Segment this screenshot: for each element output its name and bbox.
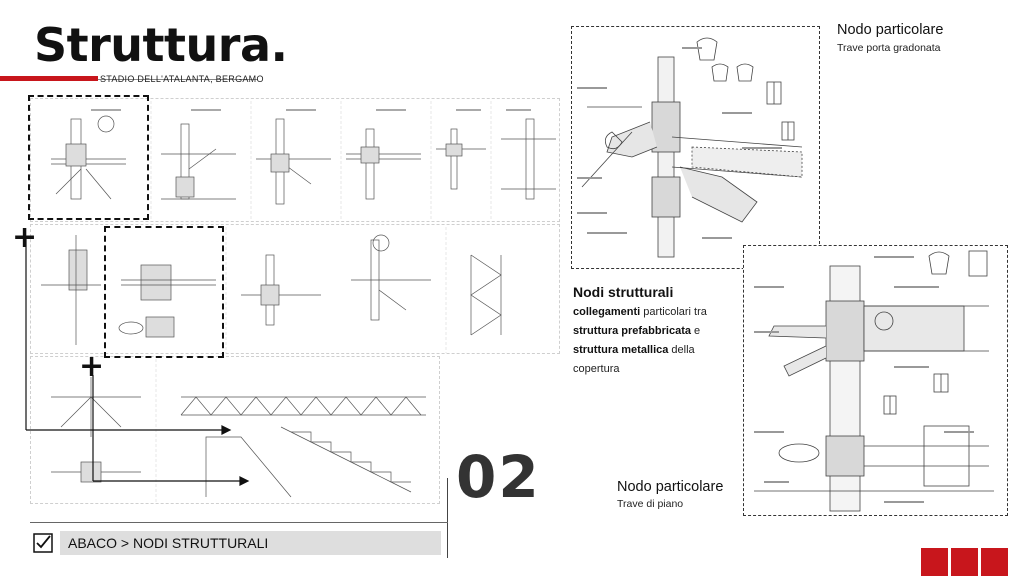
detail-drawing-bottom xyxy=(743,245,1008,516)
red-square-decoration xyxy=(981,548,1008,576)
section-number: 02 xyxy=(456,443,541,511)
red-square-decoration xyxy=(951,548,978,576)
section-divider-horizontal xyxy=(30,522,448,523)
drawing-sheet-middle xyxy=(30,224,560,354)
detail-drawing-top xyxy=(571,26,820,269)
drawing-sheet-top xyxy=(30,98,560,222)
detail-bottom-subtitle: Trave di piano xyxy=(617,498,684,510)
detail-bottom-title: Nodo particolare xyxy=(617,479,724,495)
plus-icon: + xyxy=(79,349,105,384)
description-text-2: e xyxy=(690,325,701,337)
detail-top-subtitle: Trave porta gradonata xyxy=(837,42,941,54)
plus-icon: + xyxy=(12,220,38,255)
page-subtitle: STADIO DELL'ATALANTA, BERGAMO xyxy=(100,74,264,84)
red-square-decoration xyxy=(921,548,948,576)
description-heading: Nodi strutturali xyxy=(573,284,674,300)
description-bold-1: collegamenti xyxy=(573,306,641,318)
detail-top-title: Nodo particolare xyxy=(837,22,944,38)
checkbox-checked-icon[interactable] xyxy=(33,533,53,553)
page-title: Struttura. xyxy=(34,18,288,72)
section-divider-vertical xyxy=(447,478,448,558)
accent-bar xyxy=(0,76,98,81)
structural-nodes-description: Nodi strutturali collegamenti particolar… xyxy=(573,283,738,379)
description-text-1: particolari tra xyxy=(640,306,707,318)
description-bold-2: struttura prefabbricata xyxy=(573,325,691,337)
breadcrumb[interactable]: ABACO > NODI STRUTTURALI xyxy=(60,531,441,555)
description-text-3: della copertura xyxy=(573,344,695,375)
callout-box-floor-node xyxy=(104,226,224,358)
header-divider xyxy=(98,79,258,80)
description-bold-3: struttura metallica xyxy=(573,344,669,356)
callout-box-top-node xyxy=(28,95,149,220)
